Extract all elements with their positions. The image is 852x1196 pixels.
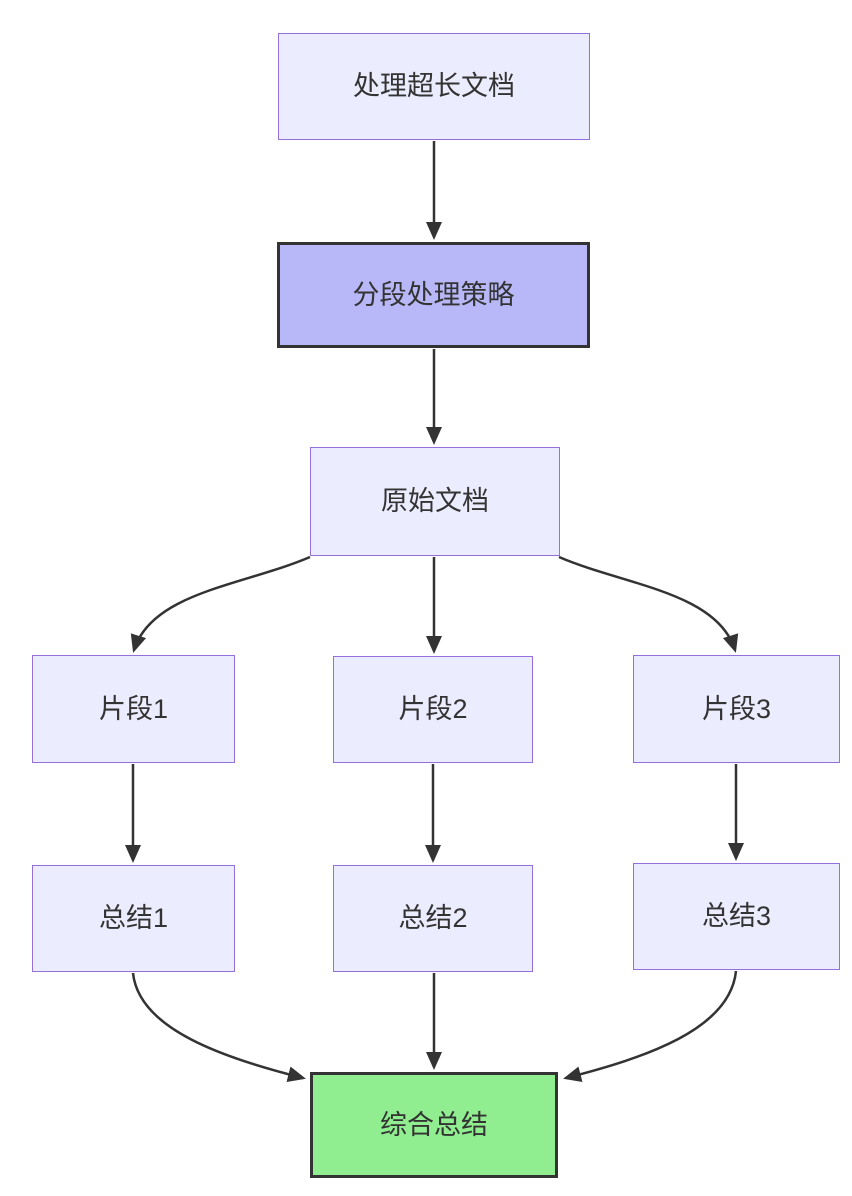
node-label: 总结1	[98, 903, 169, 933]
node-label: 处理超长文档	[353, 71, 515, 101]
node-segmentation-strategy: 分段处理策略	[277, 242, 590, 348]
node-process-long-document: 处理超长文档	[278, 33, 590, 140]
edge-e3-f	[563, 970, 738, 1083]
node-label: 片段2	[398, 694, 468, 724]
node-label: 总结2	[398, 903, 468, 933]
node-fragment-1: 片段1	[32, 655, 235, 763]
edge-e1-f	[131, 972, 306, 1083]
edge-c-d3	[558, 555, 739, 653]
node-label: 综合总结	[380, 1109, 488, 1140]
node-fragment-3: 片段3	[633, 655, 840, 763]
node-label: 分段处理策略	[352, 279, 515, 310]
node-label: 片段1	[98, 693, 169, 724]
node-combined-summary: 综合总结	[310, 1072, 558, 1178]
node-original-document: 原始文档	[310, 447, 560, 556]
node-summary-3: 总结3	[633, 863, 840, 970]
node-label: 片段3	[701, 693, 772, 724]
node-summary-2: 总结2	[333, 865, 533, 972]
node-fragment-2: 片段2	[333, 656, 533, 763]
node-summary-1: 总结1	[32, 865, 235, 972]
node-label: 原始文档	[381, 486, 489, 516]
node-label: 总结3	[701, 901, 772, 931]
edge-c-d1	[130, 555, 311, 653]
